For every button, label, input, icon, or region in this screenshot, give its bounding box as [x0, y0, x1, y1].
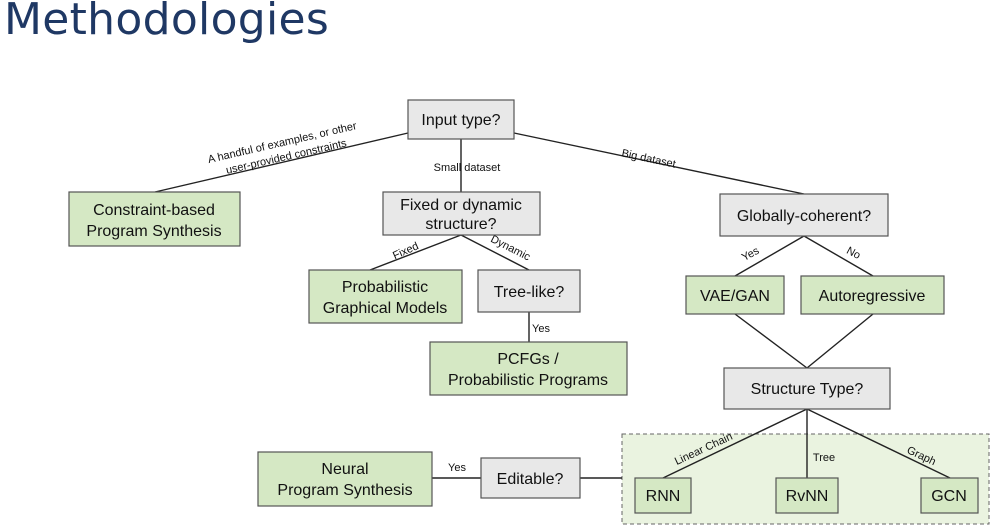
edge-input-globally — [513, 132, 805, 195]
edge-label-fixed: Fixed — [391, 240, 420, 262]
node-tree-like: Tree-like? — [477, 269, 581, 313]
edge-label-big-dataset: Big dataset — [620, 147, 676, 170]
edge-autoreg-structure — [806, 313, 874, 369]
edge-label-small-dataset: Small dataset — [434, 162, 501, 174]
node-neural-line2: Program Synthesis — [277, 482, 412, 499]
node-pgm-line2: Graphical Models — [323, 300, 448, 317]
node-structure-type: Structure Type? — [723, 367, 891, 410]
node-input-type: Input type? — [407, 99, 515, 140]
node-globally-label: Globally-coherent? — [737, 208, 871, 225]
node-pcfgs-line1: PCFGs / — [497, 351, 559, 368]
edge-label-yes-globally: Yes — [740, 245, 762, 264]
node-gcn-label: GCN — [931, 488, 967, 505]
node-rnn-label: RNN — [646, 488, 681, 505]
node-constraint-based: Constraint-based Program Synthesis — [68, 191, 241, 247]
node-fixed-dynamic-line2: structure? — [425, 216, 496, 233]
edge-label-yes-tree: Yes — [532, 323, 550, 335]
node-pgm-line1: Probabilistic — [342, 279, 428, 296]
edge-dynamic-treelike — [460, 234, 530, 271]
edge-label-dynamic: Dynamic — [489, 233, 533, 263]
edge-globally-vae — [734, 235, 805, 277]
node-neural-line1: Neural — [321, 461, 368, 478]
node-neural-program-synthesis: Neural Program Synthesis — [257, 451, 433, 507]
node-input-type-label: Input type? — [421, 112, 500, 129]
node-pcfgs: PCFGs / Probabilistic Programs — [429, 341, 628, 396]
node-fixed-dynamic-line1: Fixed or dynamic — [400, 197, 522, 214]
node-structure-type-label: Structure Type? — [751, 381, 864, 398]
node-constraint-line2: Program Synthesis — [86, 223, 221, 240]
node-autoregressive: Autoregressive — [800, 275, 945, 315]
node-rnn: RNN — [634, 477, 692, 514]
edge-structure-gcn — [806, 408, 951, 479]
slide-title: Methodologies — [4, 0, 330, 45]
edge-structure-rnn — [662, 408, 808, 479]
node-editable: Editable? — [480, 457, 581, 499]
edge-label-yes-editable: Yes — [448, 462, 466, 474]
edge-input-constraint — [154, 132, 409, 193]
edge-globally-autoreg — [803, 235, 874, 277]
node-vae-gan: VAE/GAN — [685, 275, 785, 315]
node-pcfgs-line2: Probabilistic Programs — [448, 372, 608, 389]
edges — [154, 132, 951, 479]
node-probabilistic-graphical-models: Probabilistic Graphical Models — [308, 269, 463, 324]
node-autoregressive-label: Autoregressive — [819, 288, 926, 305]
edge-label-tree: Tree — [813, 452, 835, 464]
node-rvnn: RvNN — [775, 477, 839, 514]
node-globally-coherent: Globally-coherent? — [719, 193, 889, 237]
node-rvnn-label: RvNN — [786, 488, 829, 505]
edge-vae-structure — [734, 313, 808, 369]
edge-fixed-pgm — [369, 234, 462, 271]
node-gcn: GCN — [920, 477, 979, 514]
node-tree-like-label: Tree-like? — [494, 284, 565, 301]
node-constraint-line1: Constraint-based — [93, 202, 215, 219]
node-editable-label: Editable? — [497, 471, 564, 488]
edge-label-no-globally: No — [844, 245, 862, 262]
node-vae-gan-label: VAE/GAN — [700, 288, 770, 305]
node-fixed-or-dynamic: Fixed or dynamic structure? — [382, 191, 541, 236]
